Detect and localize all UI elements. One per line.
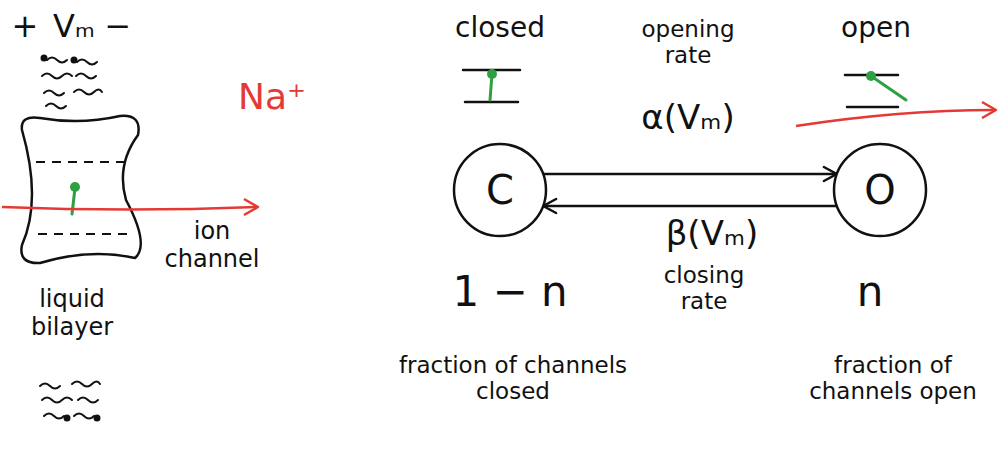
gate-stem (871, 76, 906, 100)
gate-dot (866, 71, 876, 81)
lipid-tail (77, 60, 97, 65)
gate-dot (487, 69, 497, 79)
lipid-tail (42, 74, 72, 79)
rate-label: opening rate (626, 16, 750, 69)
voltage-label: Vₘ (53, 8, 95, 45)
membrane-line (36, 161, 124, 163)
lipid-tail (44, 414, 64, 419)
state-circle: C (452, 142, 548, 238)
lipid-tail (74, 414, 94, 419)
lipid-bilayer-top (42, 56, 103, 109)
ion-label: Na⁺ (238, 76, 306, 117)
state-letter: C (486, 168, 514, 212)
ion-flow-arrowhead (244, 199, 258, 215)
rate-arrow (543, 167, 837, 181)
state-title: closed (455, 12, 545, 44)
lipid-head (42, 56, 47, 61)
rate-constant: α(Vₘ) (641, 98, 734, 137)
part-label: ion channel (156, 218, 268, 273)
rate-label: closing rate (642, 262, 766, 315)
note-text: fraction of channels closed (398, 352, 628, 405)
fraction-expression: n (857, 268, 884, 316)
arrow-shaft (543, 173, 837, 176)
ion-flow-arrow (796, 110, 994, 126)
polarity-sign: + (12, 8, 39, 45)
lipid-tail (76, 74, 96, 79)
rate-constant: β(Vₘ) (666, 214, 759, 253)
lipid-tail (47, 58, 67, 63)
lipid-tail (40, 384, 60, 389)
lipid-head (72, 58, 77, 63)
state-title: open (841, 12, 911, 44)
lipid-bilayer-bottom (40, 382, 100, 421)
circle-shape (834, 144, 926, 236)
lipid-tail (42, 398, 72, 403)
lipid-tail (78, 398, 98, 403)
ion-flow-arrow (2, 207, 256, 210)
lipid-tail (74, 90, 102, 95)
fraction-expression: 1 − n (452, 268, 567, 316)
state-circle: O (832, 142, 928, 238)
open-gate-symbol (796, 71, 996, 126)
gate-dot (70, 182, 80, 192)
rate-arrow (543, 199, 837, 213)
lipid-head (95, 416, 100, 421)
circle-shape (454, 144, 546, 236)
state-letter: O (864, 168, 895, 212)
lipid-head (65, 416, 70, 421)
arrow-shaft (543, 205, 837, 208)
ion-flow-arrowhead (982, 102, 996, 118)
note-text: fraction of channels open (793, 352, 993, 405)
membrane-line (38, 233, 128, 235)
lipid-tail (44, 91, 64, 96)
closed-gate-symbol (463, 69, 520, 102)
polarity-sign: − (105, 8, 132, 45)
pore-walls (463, 70, 520, 102)
lipid-tail (72, 382, 100, 387)
ion-channel-protein (21, 116, 140, 263)
part-label: liquid bilayer (16, 286, 128, 341)
lipid-tail (46, 104, 66, 109)
